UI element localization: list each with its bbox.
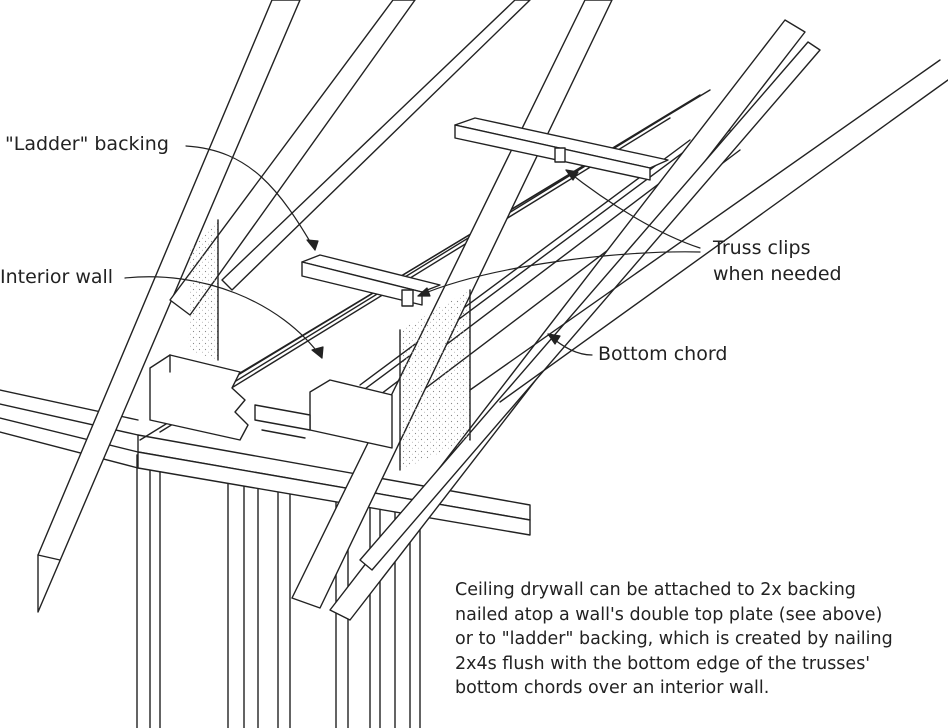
caption-line: bottom chords over an interior wall. [455,678,770,698]
upper-ladder-block [455,118,668,180]
interior-wall-label: Interior wall [0,266,114,288]
wall-studs [137,455,420,728]
bottom-chord-label: Bottom chord [598,343,728,365]
drywall-shading [188,220,470,470]
ladder-backing-label: "Ladder" backing [5,133,169,155]
truss-clip-icons [402,148,565,306]
ladder-backing-block [302,255,440,305]
caption-line: or to "ladder" backing, which is created… [455,629,893,649]
top-plate-block [150,355,392,448]
figure-caption: Ceiling drywall can be attached to 2x ba… [455,578,893,701]
leader-lines [125,146,700,358]
caption-line: 2x4s flush with the bottom edge of the t… [455,653,871,674]
truss-clips-label-line2: when needed [713,263,842,285]
truss-members [38,0,820,620]
truss-clips-label-line1: Truss clips [713,237,811,259]
caption-line: nailed atop a wall's double top plate (s… [455,604,883,625]
caption-line: Ceiling drywall can be attached to 2x ba… [455,580,856,600]
